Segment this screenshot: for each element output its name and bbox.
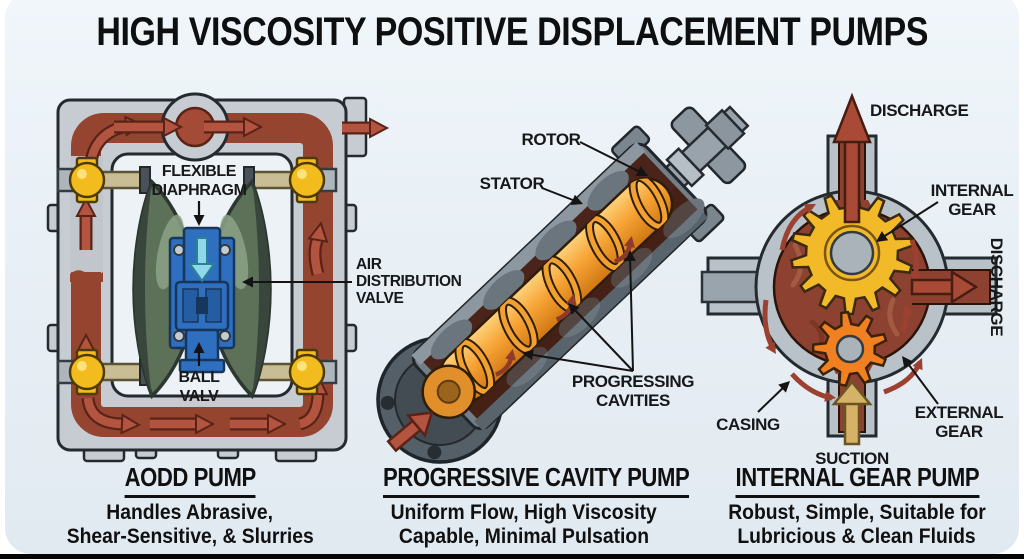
- external-gear: [811, 310, 888, 388]
- stator-label: STATOR: [480, 174, 545, 193]
- progressing-cavities-label: CAVITIES: [596, 391, 670, 410]
- internal-gear: [790, 190, 914, 316]
- air-distribution-valve-label: AIR: [356, 256, 382, 273]
- rotation-arrows: [762, 199, 928, 404]
- ball-valve-bottom-left: [56, 348, 151, 396]
- air-distribution-valve-label: DISTRIBUTION: [356, 273, 462, 290]
- internal-gear-pump-diagram: DISCHARGE DISCHARGE INTERNAL GEAR CASING…: [700, 92, 1014, 468]
- air-distribution-valve-label: VALVE: [356, 290, 403, 307]
- flexible-diaphragm-label: FLEXIBLE: [162, 163, 237, 180]
- discharge-top-label: DISCHARGE: [870, 101, 968, 120]
- caption-aodd: AODD PUMP Handles Abrasive,Shear-Sensiti…: [22, 462, 358, 549]
- ball-valve-label: VALV: [180, 388, 219, 405]
- aodd-labels: FLEXIBLE DIAPHRAGM BALL VALV AIR DISTRIB…: [151, 163, 462, 405]
- rotor-label: ROTOR: [521, 130, 580, 149]
- internal-gear-label: INTERNAL: [931, 181, 1014, 200]
- ball-valve-label: BALL: [178, 369, 220, 386]
- internal-gear-label: GEAR: [948, 200, 996, 219]
- suction-label: SUCTION: [815, 449, 889, 468]
- progressive-cavity-pump-diagram: ROTOR STATOR PROGRESSING CAVITIES: [376, 105, 750, 464]
- progressive-cavity-heading: PROGRESSIVE CAVITY PUMP: [356, 462, 692, 498]
- progressive-cavity-labels: ROTOR STATOR PROGRESSING CAVITIES: [480, 130, 695, 410]
- aodd-heading: AODD PUMP: [22, 462, 358, 498]
- caption-internal-gear: INTERNAL GEAR PUMP Robust, Simple, Suita…: [694, 462, 1020, 549]
- ball-valve-top-right: [243, 156, 338, 204]
- discharge-arrow-side: [910, 269, 979, 305]
- casing-label: CASING: [716, 415, 780, 434]
- suction-arrow: [831, 380, 873, 446]
- inlet-arrow: [386, 411, 434, 453]
- air-distribution-valve-assembly: [168, 226, 236, 374]
- cavity-flow-arrows: [494, 234, 638, 377]
- external-gear-label: EXTERNAL: [915, 403, 1003, 422]
- flexible-diaphragm-label: DIAPHRAGM: [151, 182, 246, 199]
- internal-gear-labels: DISCHARGE DISCHARGE INTERNAL GEAR CASING…: [716, 101, 1014, 468]
- progressing-cavities-label: PROGRESSING: [572, 372, 694, 391]
- drive-shaft: [654, 105, 750, 198]
- ball-valve-top-left: [56, 156, 151, 204]
- discharge-side-label: DISCHARGE: [987, 238, 1006, 336]
- discharge-arrow-top: [832, 92, 872, 224]
- internal-gear-heading: INTERNAL GEAR PUMP: [694, 462, 1020, 498]
- aodd-pump-diagram: FLEXIBLE DIAPHRAGM BALL VALV AIR DISTRIB…: [46, 92, 462, 463]
- caption-progressive-cavity: PROGRESSIVE CAVITY PUMP Uniform Flow, Hi…: [356, 462, 692, 549]
- bottom-border: [0, 554, 1024, 559]
- aodd-description: Handles Abrasive,Shear-Sensitive, & Slur…: [66, 501, 314, 549]
- external-gear-label: GEAR: [935, 422, 983, 441]
- aodd-outlet-arrow: [342, 118, 388, 138]
- page-title-text: HIGH VISCOSITY POSITIVE DISPLACEMENT PUM…: [96, 10, 928, 54]
- air-flow-arrow: [188, 237, 216, 283]
- page-title: HIGH VISCOSITY POSITIVE DISPLACEMENT PUM…: [0, 10, 1024, 55]
